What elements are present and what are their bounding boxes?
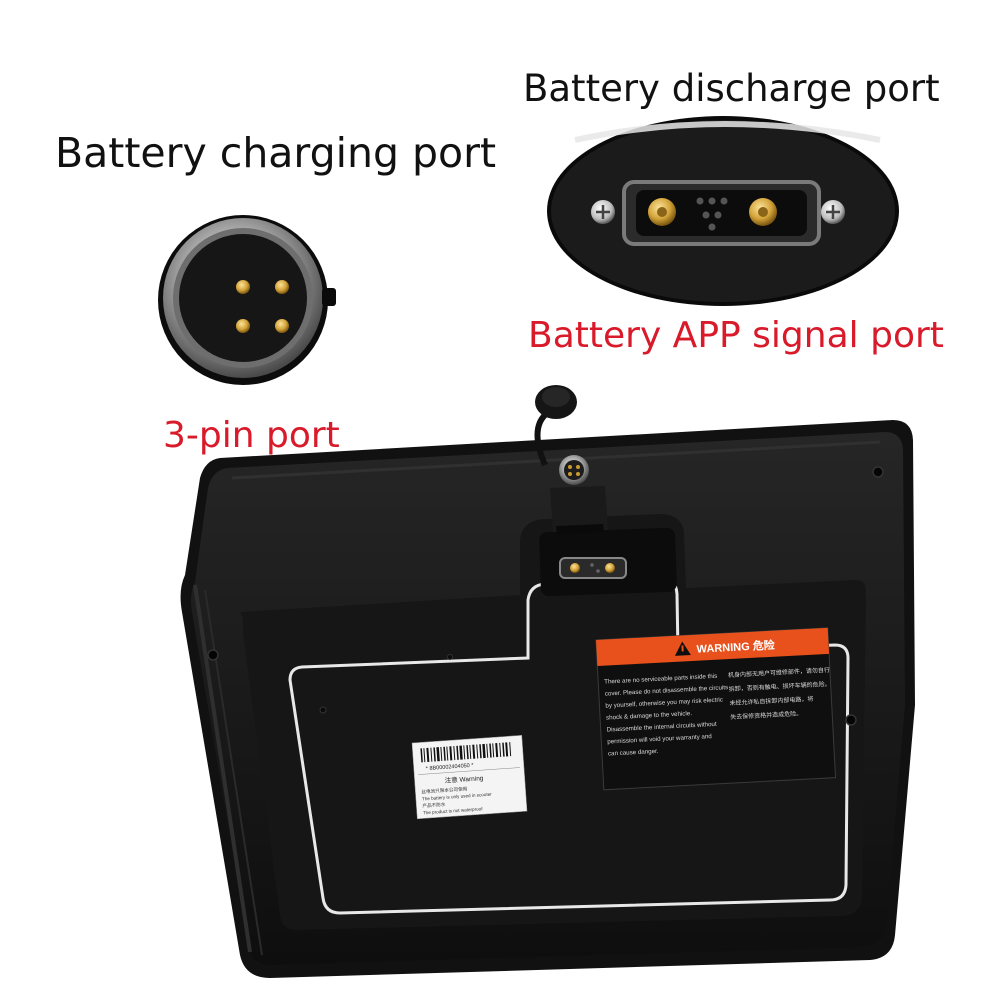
warning-text-en: shock & damage to the vehicle. — [606, 710, 693, 722]
battery-pack — [180, 385, 915, 978]
warning-text-zh: 失去保修资格并造成危险。 — [730, 709, 802, 721]
label-line: The product is not waterproof — [423, 806, 484, 815]
battery-inner-panel — [240, 514, 866, 930]
charging-pin — [275, 280, 289, 294]
warning-title: WARNING 危险 — [696, 638, 776, 656]
charging-pin — [275, 319, 289, 333]
battery-app-signal-port-label: Battery APP signal port — [528, 315, 944, 356]
battery-discharge-port-label: Battery discharge port — [523, 67, 940, 110]
mount-hole — [845, 714, 857, 726]
discharge-port-closeup — [547, 116, 899, 306]
label-line: The battery is only used in scooter — [422, 792, 493, 802]
label-line: 产品不防水 — [422, 801, 446, 810]
charging-port-socket — [179, 234, 307, 362]
battery-app-signal-port — [559, 557, 627, 579]
label-line: 此电池只限本公司使用 — [421, 785, 468, 795]
barcode-label-sticker: * 8B00002404050 * 注意 Warning 此电池只限本公司使用 … — [411, 735, 528, 820]
label-title: 注意 Warning — [444, 773, 484, 785]
barcode — [420, 742, 512, 763]
battery-charging-port-label: Battery charging port — [55, 129, 497, 177]
warning-header — [596, 627, 830, 666]
three-pin-port-label: 3-pin port — [163, 415, 340, 456]
warning-text-en: can cause danger. — [608, 748, 659, 758]
mount-hole — [872, 466, 884, 478]
warning-sticker: WARNING 危险 There are no serviceable part… — [595, 627, 837, 791]
screw-icon — [821, 200, 845, 224]
mount-hole — [207, 649, 219, 661]
charging-pin — [236, 319, 250, 333]
charging-port-closeup — [158, 215, 336, 385]
barcode-number: * 8B00002404050 * — [426, 763, 475, 772]
charging-pin — [236, 280, 250, 294]
screw-icon — [591, 200, 615, 224]
battery-charging-port — [534, 385, 608, 534]
